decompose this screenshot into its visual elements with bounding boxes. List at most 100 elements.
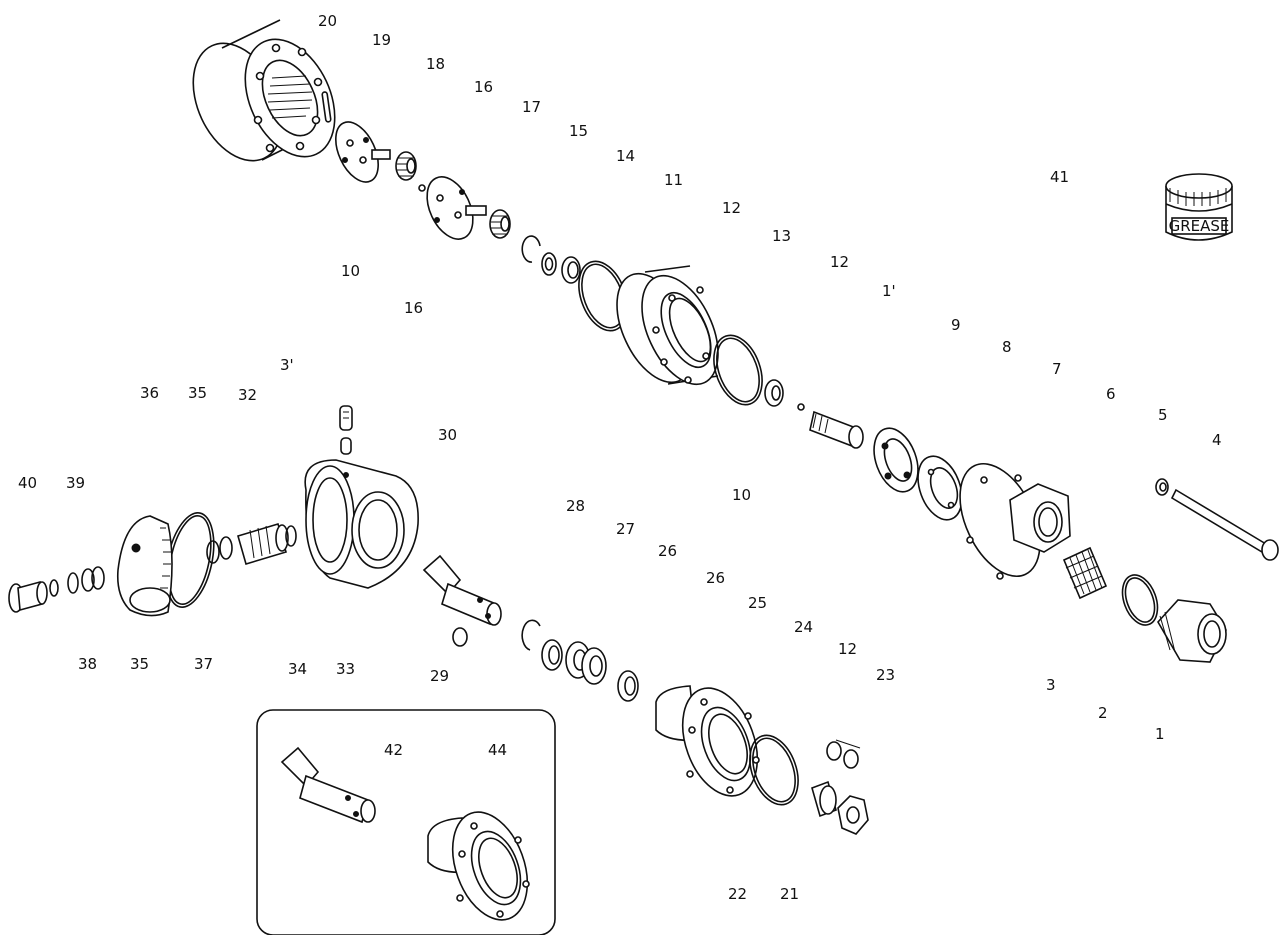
part-small-rings — [826, 739, 861, 769]
callout-4: 4 — [1212, 431, 1222, 449]
part-small-washer — [418, 184, 426, 192]
callout-41: 41 — [1050, 168, 1069, 186]
callout-21: 21 — [780, 885, 799, 903]
callout-6: 6 — [1106, 385, 1116, 403]
part-alt-housing — [427, 811, 530, 921]
part-output-housing — [655, 685, 760, 797]
part-o-ring-mid — [713, 334, 763, 406]
part-planet-gear-1 — [395, 151, 417, 181]
callout-36: 36 — [140, 384, 159, 402]
part-bearing — [873, 427, 919, 493]
part-end-flange — [959, 462, 1071, 580]
part-seal-lower — [617, 670, 639, 702]
part-ball — [797, 403, 805, 411]
part-shaft-o-ring — [452, 627, 468, 647]
callout-2: 2 — [1098, 704, 1108, 722]
callout-40: 40 — [18, 474, 37, 492]
callout-38: 38 — [78, 655, 97, 673]
part-snap-ring-lower — [521, 619, 541, 651]
part-bearing-cover — [917, 455, 963, 521]
part-cover — [116, 515, 173, 617]
callout-39: 39 — [66, 474, 85, 492]
callout-30: 30 — [438, 426, 457, 444]
part-bearing-lower-1 — [541, 639, 563, 671]
callout-3: 3 — [1046, 676, 1056, 694]
part-filter-screen — [1062, 546, 1108, 600]
part-pin — [321, 91, 332, 123]
part-set-screw-2 — [340, 437, 352, 455]
callout-29: 29 — [430, 667, 449, 685]
part-small-o-ring-b — [67, 572, 79, 594]
callout-12b: 12 — [830, 253, 849, 271]
callout-11: 11 — [664, 171, 683, 189]
part-plug-screw — [8, 580, 48, 613]
part-bearing-lower-3 — [581, 647, 607, 685]
part-main-housing — [616, 265, 719, 386]
part-sleeve — [811, 780, 837, 818]
callout-10b: 10 — [732, 486, 751, 504]
callout-12: 12 — [722, 199, 741, 217]
part-set-screw-1 — [339, 405, 353, 431]
part-thrust-washer — [764, 379, 784, 407]
callout-1: 1 — [1155, 725, 1165, 743]
callout-16: 16 — [474, 78, 493, 96]
callout-28: 28 — [566, 497, 585, 515]
callout-26b: 26 — [706, 569, 725, 587]
callout-12c: 12 — [838, 640, 857, 658]
part-ring-gear-housing — [192, 19, 336, 162]
part-washer-bolt — [1155, 478, 1169, 496]
callout-26: 26 — [658, 542, 677, 560]
callout-9: 9 — [951, 316, 961, 334]
grease-can-label: GREASE — [1169, 217, 1230, 235]
callout-16b: 16 — [404, 299, 423, 317]
callout-20: 20 — [318, 12, 337, 30]
part-lock-nut — [837, 795, 869, 835]
callout-34: 34 — [288, 660, 307, 678]
part-hex-plug — [1157, 599, 1227, 663]
callout-23: 23 — [876, 666, 895, 684]
callout-35b: 35 — [130, 655, 149, 673]
callout-17: 17 — [522, 98, 541, 116]
callout-15: 15 — [569, 122, 588, 140]
callout-11b: 1' — [882, 282, 896, 300]
part-small-o-ring-a — [49, 579, 59, 597]
part-o-ring-lower — [749, 734, 799, 806]
callout-8: 8 — [1002, 338, 1012, 356]
callout-5: 5 — [1158, 406, 1168, 424]
grease-can: GREASE — [1165, 173, 1233, 241]
callout-labels: 20 19 18 16 17 15 14 11 12 13 12 1' 41 1… — [18, 12, 1222, 903]
part-o-ring-spool — [285, 525, 297, 547]
part-planet-carrier-2 — [426, 176, 487, 240]
part-washer-upper — [541, 252, 557, 276]
callout-33: 33 — [336, 660, 355, 678]
part-planet-carrier-1 — [335, 121, 391, 183]
callout-32: 32 — [238, 386, 257, 404]
callout-10: 10 — [341, 262, 360, 280]
callout-31: 3' — [280, 356, 294, 374]
part-o-ring-plug — [1121, 574, 1159, 626]
callout-25: 25 — [748, 594, 767, 612]
part-seal-upper — [561, 256, 581, 284]
part-alt-shaft — [280, 746, 376, 824]
callout-44: 44 — [488, 741, 507, 759]
callout-24: 24 — [794, 618, 813, 636]
callout-37: 37 — [194, 655, 213, 673]
callout-27: 27 — [616, 520, 635, 538]
part-small-o-ring-c — [81, 566, 105, 592]
part-input-shaft — [809, 410, 864, 449]
callout-14: 14 — [616, 147, 635, 165]
callout-19: 19 — [372, 31, 391, 49]
part-swivel-housing — [304, 459, 419, 589]
part-output-shaft — [422, 554, 502, 626]
callout-13: 13 — [772, 227, 791, 245]
callout-42: 42 — [384, 741, 403, 759]
callout-35: 35 — [188, 384, 207, 402]
callout-18: 18 — [426, 55, 445, 73]
callout-22: 22 — [728, 885, 747, 903]
callout-7: 7 — [1052, 360, 1062, 378]
part-spool — [237, 523, 289, 565]
inset-box — [256, 709, 556, 935]
part-snap-ring-upper — [521, 235, 541, 263]
